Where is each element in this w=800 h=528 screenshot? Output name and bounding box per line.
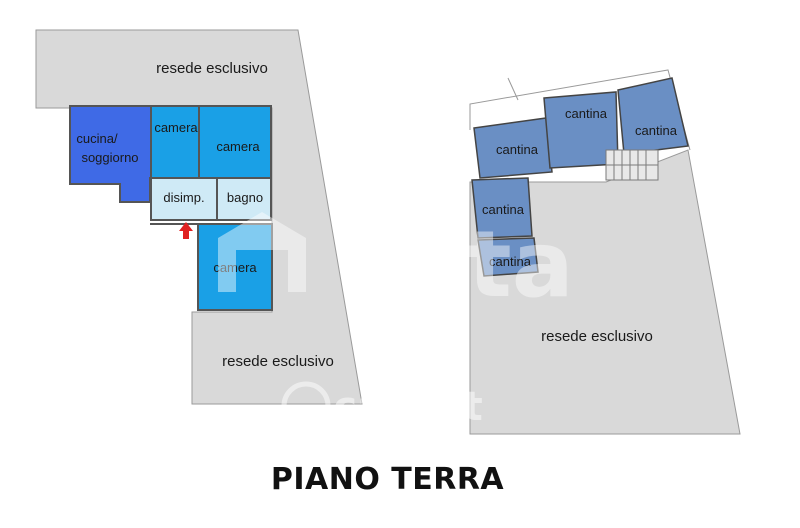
entry-arrow-icon [179,222,193,239]
left-yard-bottom-label: resede esclusivo [222,353,334,370]
room-cantina-5 [477,237,539,277]
label-camera-2: camera [216,139,260,154]
watermark-center-text: ita [436,211,574,318]
room-cantina-1 [473,117,553,179]
label-cantina-4: cantina [482,202,525,217]
page-title: PIANO TERRA [270,462,505,497]
left-yard-top-label: resede esclusivo [156,60,268,77]
watermark-badge-icon [281,381,331,431]
room-bagno [216,177,272,221]
room-cantina-4 [471,177,533,239]
stairs-icon [605,149,659,181]
label-cantina-5: cantina [489,254,532,269]
right-yard [469,149,741,435]
room-camera-2 [198,105,272,179]
label-kitchen-line1: cucina/ [76,131,118,146]
room-disimpegno [150,177,218,221]
label-kitchen-line2: soggiorno [81,150,138,165]
label-bagno: bagno [227,190,263,205]
room-camera-3 [197,223,273,311]
watermark-bottom-text: casa.it [333,384,483,430]
watermark-logo: ita [218,211,574,318]
room-camera-1 [150,105,200,179]
right-yard-diagonal [507,77,519,101]
right-yard-label: resede esclusivo [541,328,653,345]
label-camera-3: camera [213,260,257,275]
label-camera-1: camera [154,120,198,135]
label-cantina-3: cantina [635,123,678,138]
label-disimpegno: disimp. [163,190,204,205]
label-cantina-2: cantina [565,106,608,121]
label-cantina-1: cantina [496,142,539,157]
watermark-bottom: casa.it [281,381,483,431]
watermark-house-icon [218,212,306,292]
room-cantina-3 [617,77,689,155]
